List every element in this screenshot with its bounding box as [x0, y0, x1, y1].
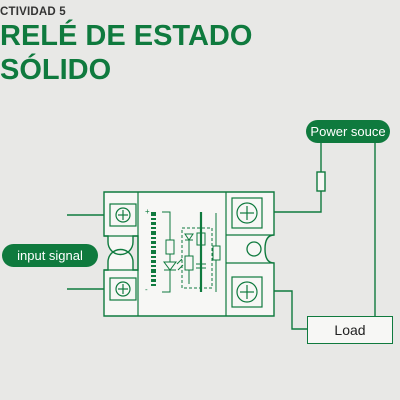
terminal-screw-icon: [109, 277, 137, 301]
terminal-screw-icon: [231, 197, 263, 229]
mounting-hole-icon: [246, 241, 262, 257]
terminal-screw-icon: [231, 276, 263, 308]
input-signal-label: input signal: [2, 244, 98, 267]
load-wire: [262, 290, 307, 330]
wires: [67, 143, 376, 330]
load-box: Load: [307, 316, 393, 344]
page-title-line2: SÓLIDO: [0, 54, 112, 86]
polarity-minus-mark: -: [145, 285, 148, 294]
polarity-plus-mark: +: [145, 207, 150, 216]
power-source-label: Power souce: [306, 120, 390, 143]
barcode-strip: [151, 212, 156, 286]
page-title-line1: RELÉ DE ESTADO: [0, 20, 253, 52]
terminal-screw-icon: [109, 203, 137, 227]
solid-state-relay: + -: [103, 191, 275, 317]
activity-label: CTIVIDAD 5: [0, 6, 66, 18]
power-wire-lower: [262, 191, 322, 213]
fuse-icon: [316, 171, 326, 192]
